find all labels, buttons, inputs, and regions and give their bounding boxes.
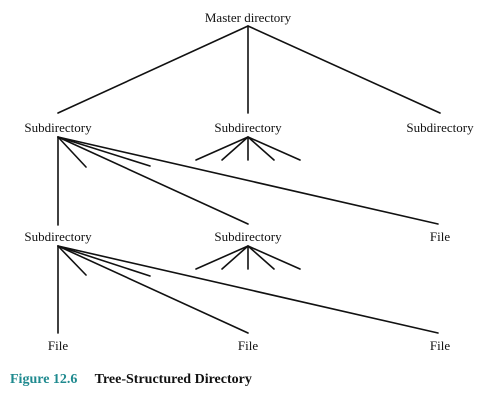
edge-sub-l2-center-fan-4: [247, 245, 275, 270]
edge-sub-l2-left-file-l3-right: [57, 245, 439, 334]
edge-sub-left-stub-1: [57, 136, 87, 168]
edge-sub-l2-left-stub-1: [57, 245, 87, 276]
tree-diagram: Master directory Subdirectory Subdirecto…: [24, 10, 474, 353]
edge-sub-left-stub-2: [57, 136, 151, 167]
node-master-directory: Master directory: [204, 10, 292, 25]
edge-sub-center-fan-4: [247, 136, 275, 161]
edge-sub-l2-left-stub-2: [57, 245, 151, 277]
edge-sub-center-fan-1: [195, 136, 249, 161]
figure-number: Figure 12.6: [10, 372, 78, 387]
figure-caption: Figure 12.6 Tree-Structured Directory: [10, 372, 252, 388]
edge-sub-left-file-l2-right: [57, 136, 439, 225]
node-subdirectory-l2-left: Subdirectory: [24, 229, 92, 244]
edge-sub-l2-center-fan-2: [221, 245, 249, 270]
node-file-l3-left: File: [47, 338, 69, 353]
edge-sub-l2-center-fan-1: [195, 245, 249, 270]
node-file-l2-right: File: [429, 229, 451, 244]
edge-master-sub-left: [57, 25, 249, 114]
node-subdirectory-l2-center: Subdirectory: [214, 229, 282, 244]
node-subdirectory-right: Subdirectory: [406, 120, 474, 135]
node-subdirectory-left: Subdirectory: [24, 120, 92, 135]
edge-sub-l2-center-fan-5: [247, 245, 301, 270]
edge-master-sub-right: [247, 25, 441, 114]
edge-sub-left-sub-l2-center: [57, 136, 249, 225]
node-subdirectory-center: Subdirectory: [214, 120, 282, 135]
edge-sub-center-fan-5: [247, 136, 301, 161]
tree-edges: [57, 25, 441, 334]
node-file-l3-center: File: [237, 338, 259, 353]
figure-title: Tree-Structured Directory: [94, 372, 252, 387]
node-file-l3-right: File: [429, 338, 451, 353]
edge-sub-center-fan-2: [221, 136, 249, 161]
edge-sub-l2-left-file-l3-center: [57, 245, 249, 334]
